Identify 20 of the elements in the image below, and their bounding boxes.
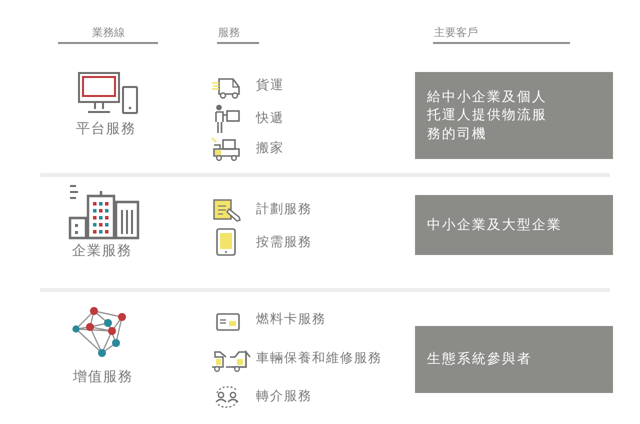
business-line-label: 企業服務	[72, 243, 132, 260]
column-header: 主要客戶	[434, 26, 478, 40]
service-label: 燃料卡服務	[256, 312, 326, 328]
customer-text: 生態系統參與者	[427, 350, 532, 369]
customer-panel	[415, 195, 613, 255]
service-label: 計劃服務	[256, 202, 312, 218]
service-label: 快遞	[256, 111, 284, 127]
business-line-label: 增值服務	[73, 369, 133, 386]
service-label: 車輛保養和維修服務	[256, 351, 382, 367]
service-label: 按需服務	[256, 235, 312, 251]
service-label: 搬家	[256, 141, 284, 157]
customer-text: 中小企業及大型企業	[427, 216, 562, 234]
business-line-label: 平台服務	[76, 121, 136, 138]
column-header: 服務	[218, 26, 240, 40]
customer-text: 給中小企業及個人托運人提供物流服務的司機	[427, 88, 548, 143]
customer-panel	[415, 326, 613, 393]
column-header: 業務線	[92, 26, 125, 40]
service-label: 轉介服務	[256, 389, 312, 405]
customer-panel	[415, 72, 613, 159]
service-label: 貨運	[256, 78, 284, 94]
